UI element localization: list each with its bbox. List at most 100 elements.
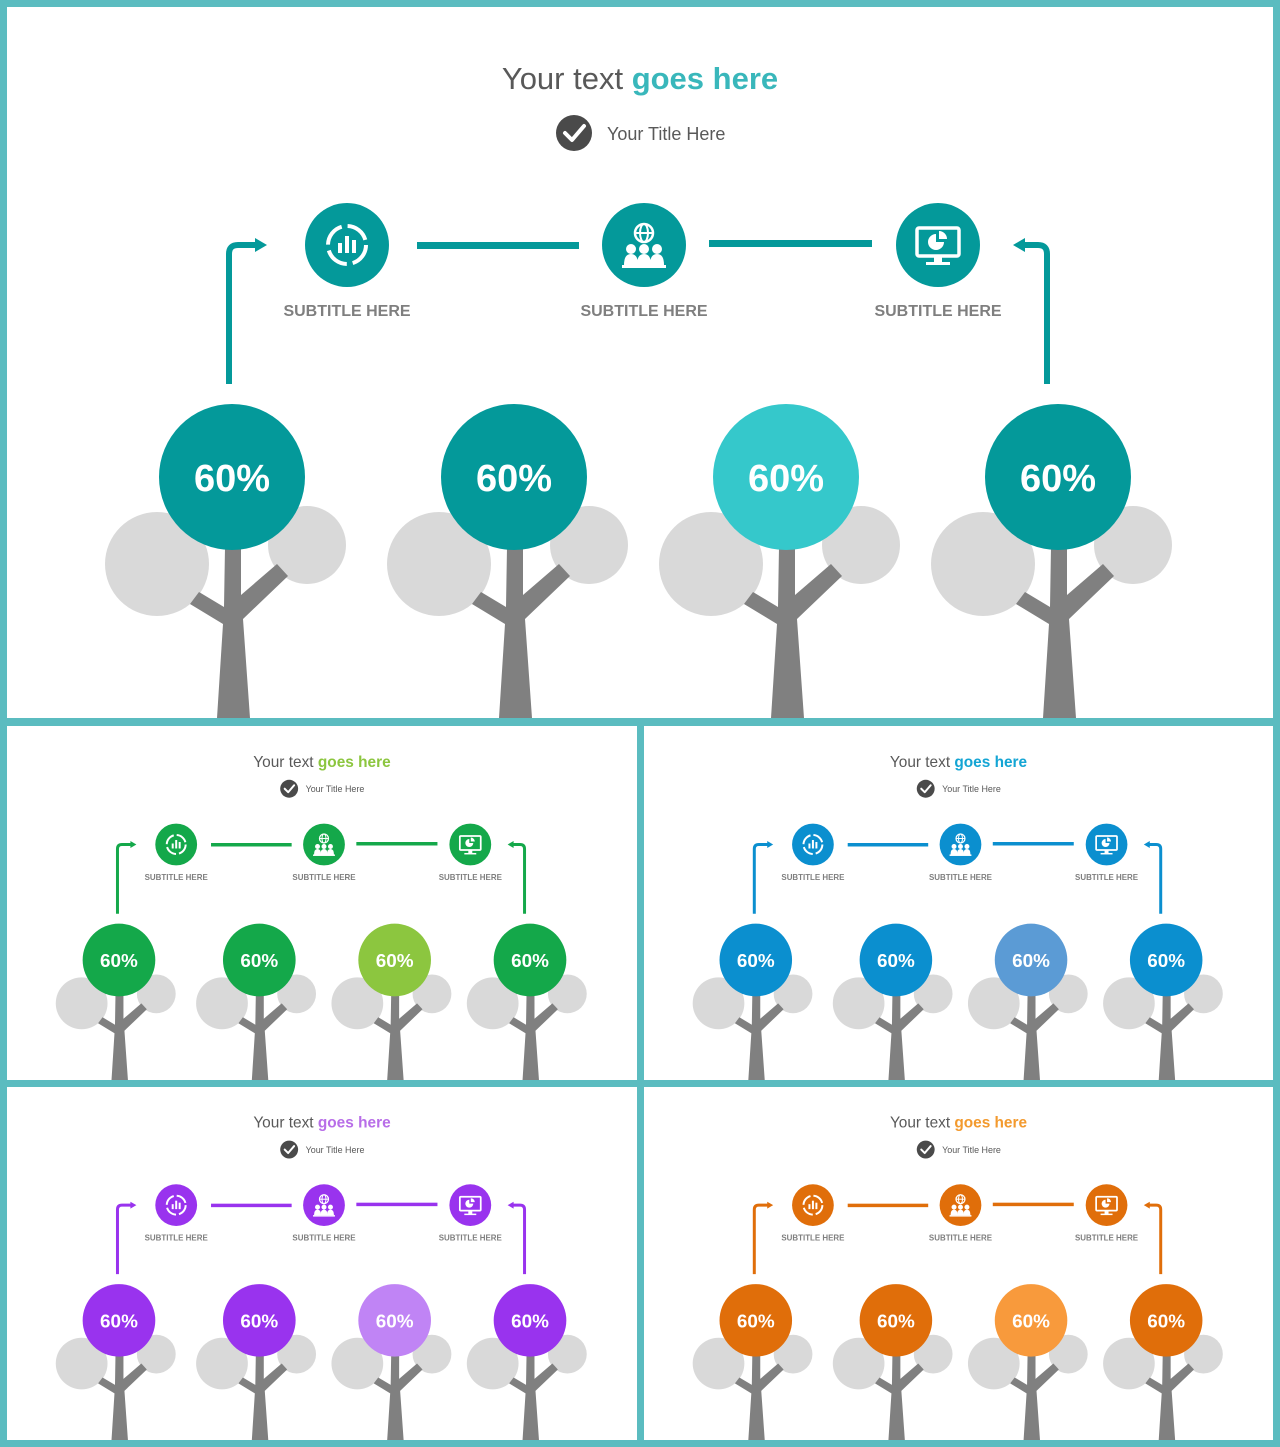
connector-lines xyxy=(115,1201,527,1275)
tree-foliage-left xyxy=(832,1337,885,1390)
tree-trunk xyxy=(1016,547,1114,718)
step-icon-2 xyxy=(939,823,982,866)
tree-2: 60% xyxy=(196,1284,317,1440)
tree-foliage-left xyxy=(1103,977,1155,1030)
tree-4: 60% xyxy=(466,923,587,1080)
percent-circle xyxy=(859,923,933,997)
step-subtitle: SUBTITLE HERE xyxy=(145,1233,208,1242)
percent-circle xyxy=(82,923,156,997)
tree-1: 60% xyxy=(55,1284,176,1440)
percent-circle xyxy=(222,1284,296,1357)
tree-1: 60% xyxy=(55,923,176,1080)
tree-foliage-right xyxy=(773,974,813,1014)
tree-foliage-right xyxy=(1094,506,1172,584)
tree-foliage-right xyxy=(1048,974,1088,1014)
step-subtitle: SUBTITLE HERE xyxy=(874,303,1001,320)
percent-circle xyxy=(994,1284,1068,1357)
percent-value: 60% xyxy=(1020,458,1096,500)
percent-circle xyxy=(358,1284,431,1357)
step-subtitle: SUBTITLE HERE xyxy=(781,1233,844,1242)
team-globe-icon xyxy=(949,1194,972,1217)
step-icon-3 xyxy=(449,1184,492,1227)
connector-lines xyxy=(752,841,1163,914)
percent-value: 60% xyxy=(1147,1311,1185,1332)
step-subtitle: SUBTITLE HERE xyxy=(439,1233,502,1242)
tree-foliage-right xyxy=(277,1334,317,1374)
check-icon xyxy=(280,1140,299,1159)
percent-circle xyxy=(994,923,1068,997)
title-item-label: Your Title Here xyxy=(942,784,1001,794)
tree-4: 60% xyxy=(466,1284,587,1440)
step-icon-2 xyxy=(602,203,686,287)
tree-3: 60% xyxy=(331,923,452,1080)
title-item-label: Your Title Here xyxy=(306,1145,365,1155)
tree-foliage-left xyxy=(196,1337,248,1390)
step-subtitle: SUBTITLE HERE xyxy=(580,303,707,320)
percent-value: 60% xyxy=(240,1311,278,1332)
tree-trunk xyxy=(238,994,288,1080)
tree-foliage-left xyxy=(331,977,384,1030)
step-subtitle: SUBTITLE HERE xyxy=(781,873,844,882)
percent-circle xyxy=(441,404,587,550)
tree-trunk xyxy=(190,547,288,718)
step-icon-1 xyxy=(792,823,834,866)
title-item-label: Your Title Here xyxy=(607,124,725,144)
tree-trunk xyxy=(1145,994,1195,1080)
percent-value: 60% xyxy=(376,951,414,972)
percent-circle xyxy=(719,923,793,997)
percent-value: 60% xyxy=(1012,1311,1050,1332)
slide-title: Your text goes here xyxy=(253,1115,391,1132)
tree-foliage-left xyxy=(466,1337,519,1390)
tree-foliage-right xyxy=(773,1334,813,1374)
tree-foliage-left xyxy=(196,977,248,1030)
step-subtitle: SUBTITLE HERE xyxy=(292,873,355,882)
tree-2: 60% xyxy=(832,923,953,1080)
slide-title: Your text goes here xyxy=(890,754,1028,771)
tree-1: 60% xyxy=(692,923,813,1080)
tree-4: 60% xyxy=(931,404,1172,718)
connector-lines xyxy=(752,1201,1163,1275)
percent-value: 60% xyxy=(1012,951,1050,972)
tree-1: 60% xyxy=(692,1284,813,1440)
tree-foliage-left xyxy=(931,512,1035,616)
tree-foliage-left xyxy=(659,512,763,616)
percent-value: 60% xyxy=(877,951,915,972)
tree-foliage-right xyxy=(547,1334,587,1374)
tree-2: 60% xyxy=(832,1284,953,1440)
tree-foliage-right xyxy=(1184,1334,1223,1374)
tree-trunk xyxy=(98,994,147,1080)
percent-value: 60% xyxy=(511,1311,549,1332)
percent-circle xyxy=(859,1284,933,1357)
percent-value: 60% xyxy=(511,951,549,972)
tree-trunk xyxy=(1145,1355,1195,1440)
tree-foliage-right xyxy=(822,506,900,584)
monitor-pie-icon xyxy=(1095,835,1118,855)
monitor-pie-icon xyxy=(458,835,482,855)
tree-foliage-left xyxy=(387,512,491,616)
tree-4: 60% xyxy=(1103,923,1223,1080)
percent-circle xyxy=(358,923,431,997)
connector-lines xyxy=(226,238,1050,384)
percent-value: 60% xyxy=(737,1311,775,1332)
step-subtitle: SUBTITLE HERE xyxy=(283,303,410,320)
tree-foliage-right xyxy=(1184,974,1223,1014)
check-icon xyxy=(916,1140,935,1159)
step-icon-1 xyxy=(305,203,389,287)
percent-value: 60% xyxy=(194,458,270,500)
step-icon-3 xyxy=(896,203,980,287)
tree-foliage-right xyxy=(268,506,346,584)
step-subtitle: SUBTITLE HERE xyxy=(929,873,992,882)
tree-trunk xyxy=(875,994,924,1080)
title-item-label: Your Title Here xyxy=(306,784,365,794)
tree-trunk xyxy=(1010,1355,1059,1440)
step-icon-2 xyxy=(303,1184,345,1227)
percent-circle xyxy=(713,404,859,550)
tree-trunk xyxy=(238,1355,288,1440)
team-globe-icon xyxy=(313,1194,335,1217)
percent-circle xyxy=(719,1284,793,1357)
tree-trunk xyxy=(509,1355,558,1440)
percent-value: 60% xyxy=(476,458,552,500)
